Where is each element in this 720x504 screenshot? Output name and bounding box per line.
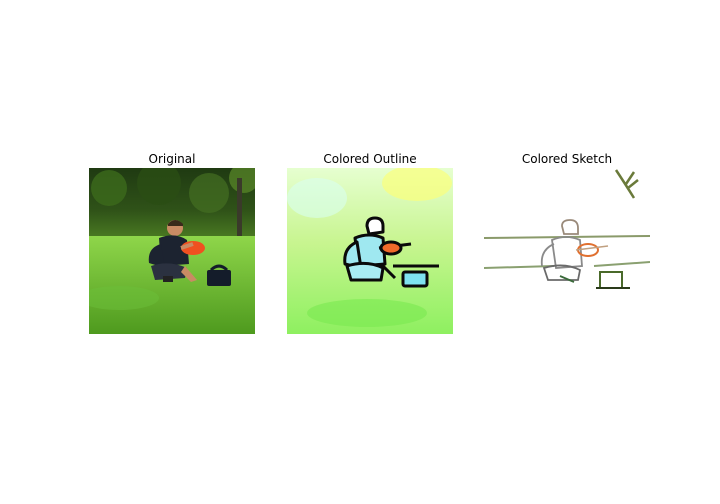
panel-colored-outline: Colored Outline (287, 150, 453, 334)
original-photo (89, 168, 255, 334)
boy-figure (148, 220, 205, 282)
tree-trunk (237, 178, 242, 238)
bag (207, 264, 231, 286)
figure-sketch (540, 219, 583, 283)
panel-original: Original (89, 150, 255, 334)
colored-outline-image (287, 168, 453, 334)
panel-title-original: Original (148, 152, 196, 166)
bag-outline (401, 270, 429, 288)
bag-sketch (596, 271, 630, 289)
panel-title-colored-outline: Colored Outline (323, 152, 417, 166)
figure-outline (343, 216, 412, 282)
panel-colored-sketch: Colored Sketch (484, 150, 650, 334)
sketch-background (484, 168, 650, 334)
panel-title-colored-sketch: Colored Sketch (521, 152, 613, 166)
colored-sketch-image (484, 168, 650, 334)
branch-sketch (614, 169, 639, 199)
